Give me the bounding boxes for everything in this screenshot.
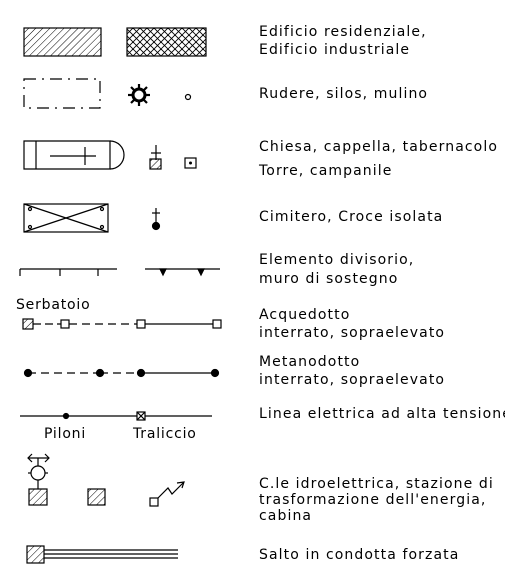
label-linea-elettrica: Linea elettrica ad alta tensione xyxy=(259,406,505,422)
label-salto: Salto in condotta forzata xyxy=(259,547,460,563)
aqueduct-icon xyxy=(22,318,222,330)
label-acquedotto-line2: interrato, sopraelevato xyxy=(259,325,446,341)
gas-pipeline-icon xyxy=(23,368,220,378)
retaining-wall-icon xyxy=(145,268,220,277)
label-divisorio-line2: muro di sostegno xyxy=(259,271,399,287)
church-icon xyxy=(23,140,125,170)
cemetery-icon xyxy=(23,203,109,233)
label-edifici-line1: Edificio residenziale, xyxy=(259,24,427,40)
serbatoio-label: Serbatoio xyxy=(16,297,91,313)
industrial-crosshatch-icon xyxy=(126,27,207,57)
substation-icon xyxy=(87,488,106,506)
label-metanodotto-line1: Metanodotto xyxy=(259,354,361,370)
label-centrale-line1: C.le idroelettrica, stazione di xyxy=(259,476,494,492)
label-edifici-line2: Edificio industriale xyxy=(259,42,411,58)
label-centrale-line3: cabina xyxy=(259,508,313,524)
label-metanodotto-line2: interrato, sopraelevato xyxy=(259,372,446,388)
ruin-outline-icon xyxy=(23,78,101,109)
label-centrale-line2: trasformazione dell'energia, xyxy=(259,492,487,508)
silo-gear-icon xyxy=(128,84,150,106)
power-line-icon xyxy=(20,411,212,421)
label-chiesa: Chiesa, cappella, tabernacolo xyxy=(259,139,498,155)
isolated-cross-icon xyxy=(151,208,161,231)
penstock-icon xyxy=(26,545,178,564)
mill-circle-icon xyxy=(184,93,192,101)
label-divisorio-line1: Elemento divisorio, xyxy=(259,252,415,268)
label-rudere: Rudere, silos, mulino xyxy=(259,86,429,102)
power-station-icon xyxy=(27,453,50,506)
label-cimitero: Cimitero, Croce isolata xyxy=(259,209,444,225)
label-acquedotto-line1: Acquedotto xyxy=(259,307,351,323)
divider-line-icon xyxy=(19,268,117,276)
piloni-label: Piloni xyxy=(44,426,87,442)
residential-hatch-icon xyxy=(23,27,102,57)
traliccio-label: Traliccio xyxy=(133,426,197,442)
tabernacle-icon xyxy=(184,157,197,169)
cabin-icon xyxy=(149,481,185,507)
chapel-icon xyxy=(149,145,162,170)
label-torre: Torre, campanile xyxy=(259,163,393,179)
